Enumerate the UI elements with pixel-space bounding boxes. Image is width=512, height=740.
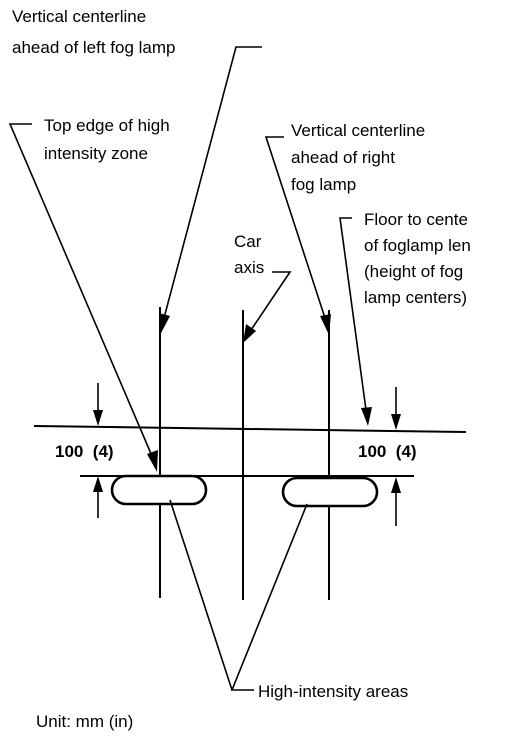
floor-leader xyxy=(339,217,367,411)
car-axis-arrowhead xyxy=(243,324,256,343)
right-high-intensity-area xyxy=(281,476,379,508)
unit-note: Unit: mm (in) xyxy=(36,712,133,731)
label-right-centerline-line3: fog lamp xyxy=(291,175,356,194)
floor-arrowhead xyxy=(361,407,372,426)
label-floor-line1: Floor to cente xyxy=(364,210,468,229)
label-left-centerline-line1: Vertical centerline xyxy=(12,7,146,26)
right-dimension-lower-arrow xyxy=(391,477,401,493)
dimension-right-value: 100 (4) xyxy=(358,442,417,461)
left-dimension-upper-arrow xyxy=(93,410,103,426)
label-right-centerline-line2: ahead of right xyxy=(291,148,395,167)
label-top-edge-line2: intensity zone xyxy=(44,144,148,163)
top-edge-arrowhead xyxy=(147,450,158,472)
right-dimension-upper-arrow xyxy=(391,414,401,430)
left-centerline-arrowhead xyxy=(159,313,170,335)
label-high-intensity-areas: High-intensity areas xyxy=(258,682,408,701)
label-top-edge-line1: Top edge of high xyxy=(44,116,170,135)
right-centerline-arrowhead xyxy=(320,314,331,335)
label-car-axis-line2: axis xyxy=(234,258,264,277)
label-car-axis-line1: Car xyxy=(234,232,262,251)
label-floor-line4: lamp centers) xyxy=(364,288,467,307)
reference-horizontal-line xyxy=(33,425,467,433)
right-centerline-leader xyxy=(264,136,326,319)
top-edge-leader xyxy=(8,123,153,457)
dimension-left-value: 100 (4) xyxy=(55,442,114,461)
high-intensity-leader-left xyxy=(169,499,233,691)
label-floor-line3: (height of fog xyxy=(364,262,463,281)
label-left-centerline-line2: ahead of left fog lamp xyxy=(12,38,176,57)
left-dimension-lower-arrow xyxy=(93,476,103,492)
label-right-centerline-line1: Vertical centerline xyxy=(291,121,425,140)
left-centerline-leader xyxy=(163,46,262,319)
label-floor-line2: of foglamp len xyxy=(364,236,471,255)
car-axis-leader xyxy=(250,271,292,331)
high-intensity-leader-right xyxy=(230,503,308,691)
left-high-intensity-area xyxy=(110,474,208,506)
